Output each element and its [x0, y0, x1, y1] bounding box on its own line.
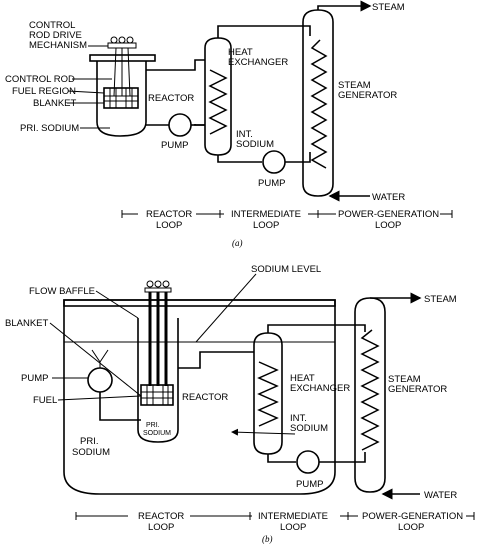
intermediate-hot-leg-a	[217, 25, 311, 38]
loop-reactor-b-1: REACTOR	[138, 511, 184, 522]
label-reactor-b: REACTOR	[182, 392, 228, 403]
label-steam-generator-a-2: GENERATOR	[338, 90, 397, 101]
intermediate-hot-leg-b	[267, 324, 366, 333]
label-flow-baffle: FLOW BAFFLE	[29, 286, 95, 297]
caption-a: (a)	[232, 238, 243, 248]
loop-reactor-a-2: LOOP	[156, 220, 182, 231]
diagram-a: CONTROL ROD DRIVE MECHANISM CONTROL ROD …	[5, 0, 453, 248]
hot-leg-b	[178, 351, 254, 369]
label-heat-exchanger-b-1: HEAT	[290, 373, 315, 384]
primary-pump-a	[168, 113, 192, 137]
loop-power-a-2: LOOP	[375, 220, 401, 231]
loop-reactor-b-2: LOOP	[148, 522, 174, 533]
label-control-rod-drive-1: CONTROL	[29, 20, 75, 31]
primary-pump-b	[87, 367, 113, 393]
label-sodium-level: SODIUM LEVEL	[251, 264, 321, 275]
heat-exchanger-a	[204, 37, 232, 156]
loop-reactor-a-1: REACTOR	[146, 209, 192, 220]
steam-generator-b	[354, 297, 386, 493]
label-control-rod-drive-2: ROD DRIVE	[29, 30, 82, 41]
caption-b: (b)	[262, 534, 273, 544]
label-water-a: WATER	[372, 192, 405, 203]
loop-intermediate-a-2: LOOP	[253, 220, 279, 231]
label-heat-exchanger-a-1: HEAT	[228, 47, 253, 58]
label-pri-sodium-inner-1: PRI.	[146, 422, 160, 429]
steam-out-a	[317, 0, 372, 12]
reactor-vessel-a	[96, 61, 147, 137]
reactor-top-plate	[89, 54, 156, 62]
label-steam-out-b: STEAM	[424, 294, 457, 305]
label-heat-exchanger-b-2: EXCHANGER	[290, 383, 350, 394]
label-water-b: WATER	[424, 490, 457, 501]
label-pri-sodium-inner-2: SODIUM	[143, 430, 171, 437]
label-steam-generator-b-1: STEAM	[388, 374, 421, 385]
diagram-b: FLOW BAFFLE SODIUM LEVEL BLANKET PUMP FU…	[5, 264, 475, 544]
control-rod-drive-mechanism	[107, 36, 137, 97]
loop-scale-a: REACTOR LOOP INTERMEDIATE LOOP POWER-GEN…	[121, 209, 453, 231]
loop-power-b-2: LOOP	[398, 522, 424, 533]
fuel-region-a	[103, 87, 139, 109]
loop-intermediate-b-2: LOOP	[280, 522, 306, 533]
label-pri-sodium-outer-2: SODIUM	[72, 447, 110, 458]
label-pump-primary-b: PUMP	[21, 373, 48, 384]
label-int-sodium-a-1: INT.	[236, 129, 253, 140]
label-pump-intermediate-a: PUMP	[258, 178, 285, 189]
label-control-rod-drive-3: MECHANISM	[29, 40, 87, 51]
hot-leg-a	[146, 59, 205, 71]
control-rod-drive-b	[144, 280, 172, 386]
label-blanket-b: BLANKET	[5, 318, 48, 329]
fuel-region-b	[140, 384, 174, 406]
label-pump-primary-a: PUMP	[161, 140, 188, 151]
label-int-sodium-b-1: INT.	[290, 413, 307, 424]
intermediate-pump-a	[262, 150, 286, 174]
steam-generator-coil-a	[310, 39, 328, 169]
heat-exchanger-coil-b	[257, 361, 279, 427]
loop-power-a-1: POWER-GENERATION	[338, 209, 439, 220]
label-pri-sodium-a: PRI. SODIUM	[20, 123, 79, 134]
loop-intermediate-b-1: INTERMEDIATE	[258, 511, 328, 522]
label-control-rod: CONTROL ROD	[5, 74, 75, 85]
label-pump-intermediate-b: PUMP	[296, 479, 323, 490]
label-blanket: BLANKET	[33, 98, 76, 109]
heat-exchanger-b	[253, 332, 283, 455]
label-pri-sodium-outer-1: PRI.	[80, 436, 98, 447]
label-steam-out-a: STEAM	[372, 2, 405, 13]
label-fuel-b: FUEL	[33, 395, 57, 406]
loop-intermediate-a-1: INTERMEDIATE	[231, 209, 301, 220]
label-int-sodium-b-2: SODIUM	[290, 423, 328, 434]
loop-scale-b: REACTOR LOOP INTERMEDIATE LOOP POWER-GEN…	[75, 511, 475, 533]
label-steam-generator-b-2: GENERATOR	[388, 384, 447, 395]
label-reactor-a: REACTOR	[148, 93, 194, 104]
pool-roof	[63, 299, 336, 307]
label-fuel-region: FUEL REGION	[12, 86, 76, 97]
steam-generator-coil-b	[360, 329, 380, 451]
label-int-sodium-a-2: SODIUM	[236, 139, 274, 150]
pool-tank	[63, 299, 336, 495]
intermediate-pump-b	[296, 450, 320, 474]
flow-baffle	[137, 318, 179, 443]
steam-generator-a	[302, 9, 334, 197]
heat-exchanger-coil-a	[208, 69, 228, 135]
label-heat-exchanger-a-2: EXCHANGER	[228, 57, 288, 68]
label-steam-generator-a-1: STEAM	[338, 80, 371, 91]
loop-power-b-1: POWER-GENERATION	[362, 511, 463, 522]
